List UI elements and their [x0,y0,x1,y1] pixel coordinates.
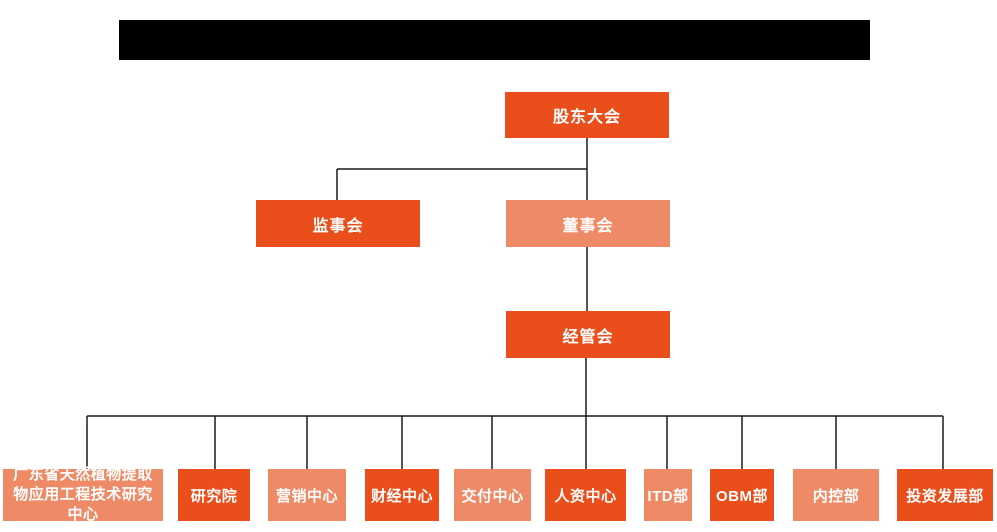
redacted-title-bar [119,20,870,60]
org-node-investment-development-department: 投资发展部 [897,469,993,521]
org-node-internal-control-department: 内控部 [793,469,879,521]
org-node-management-committee: 经管会 [506,311,670,358]
org-node-research-center: 广东省天然植物提取物应用工程技术研究中心 [3,466,163,523]
org-node-board-of-directors: 董事会 [506,200,670,247]
org-node-research-institute: 研究院 [178,469,250,521]
org-node-shareholders-meeting: 股东大会 [505,92,669,138]
org-node-marketing-center: 营销中心 [268,469,346,521]
org-node-itd-department: ITD部 [644,469,692,521]
org-node-hr-center: 人资中心 [545,469,626,521]
org-node-finance-center: 财经中心 [365,469,439,521]
org-node-obm-department: OBM部 [710,469,774,521]
org-node-delivery-center: 交付中心 [454,469,531,521]
org-node-supervisory-board: 监事会 [256,200,420,247]
